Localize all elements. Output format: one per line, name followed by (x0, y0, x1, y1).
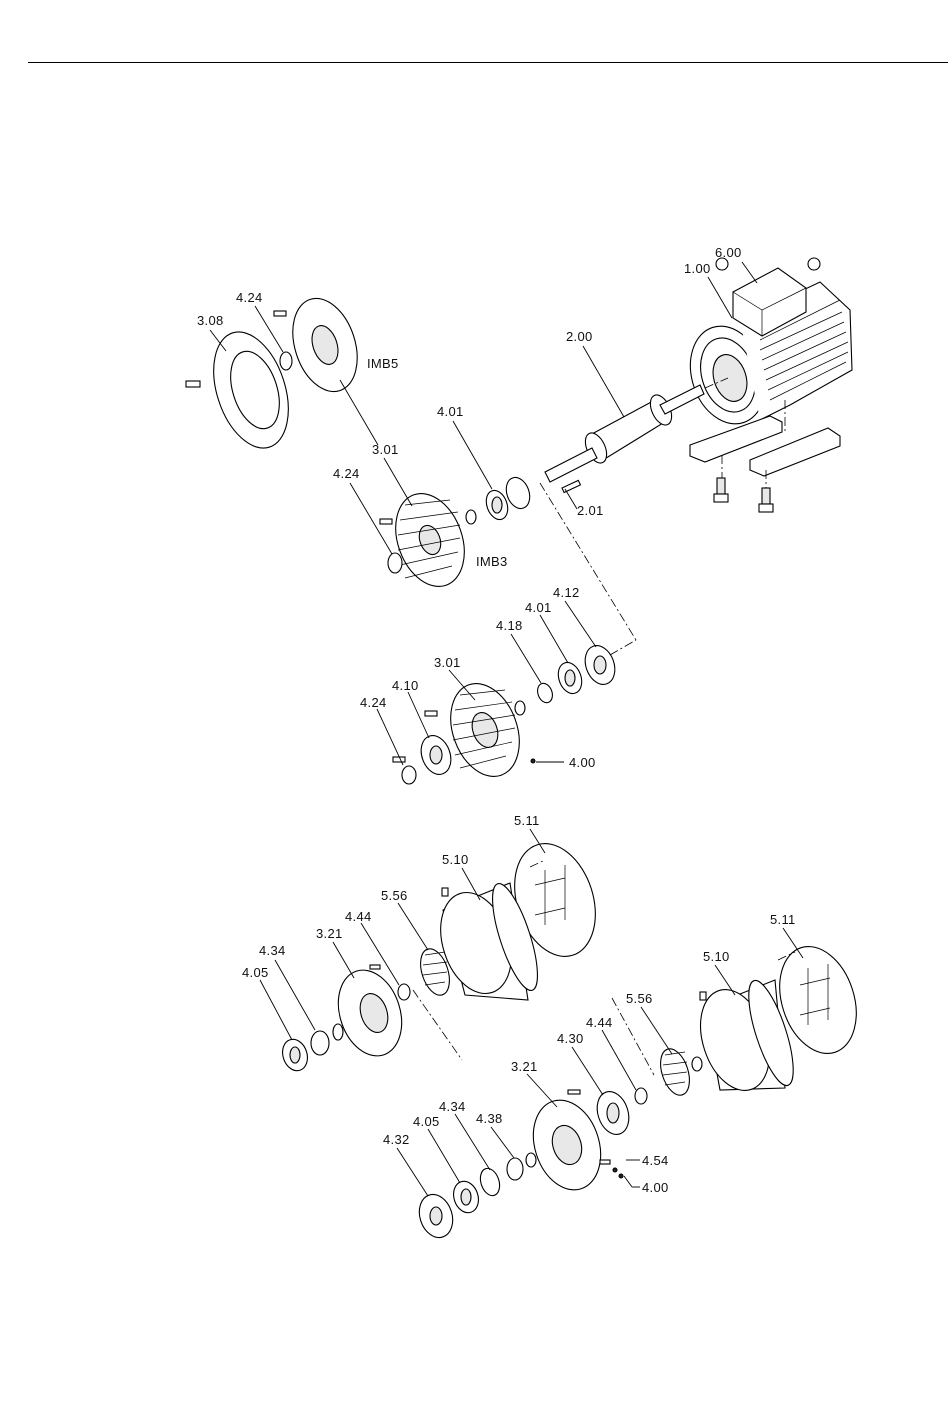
label-4-05-b: 4.05 (413, 1114, 440, 1129)
label-4-34-b: 4.34 (439, 1099, 466, 1114)
endshield-imb3-part (380, 474, 636, 640)
label-imb3: IMB3 (476, 554, 508, 569)
label-5-10-a: 5.10 (442, 852, 469, 867)
label-5-11-a: 5.11 (514, 813, 540, 828)
label-imb5: IMB5 (367, 356, 399, 371)
label-4-24-b: 4.24 (333, 466, 360, 481)
label-4-00-a: 4.00 (569, 755, 596, 770)
label-4-38: 4.38 (476, 1111, 503, 1126)
label-4-54: 4.54 (642, 1153, 669, 1168)
label-4-44-b: 4.44 (586, 1015, 613, 1030)
label-4-05-a: 4.05 (242, 965, 269, 980)
label-5-56-a: 5.56 (381, 888, 408, 903)
label-4-10: 4.10 (392, 678, 419, 693)
label-4-30: 4.30 (557, 1031, 584, 1046)
label-4-00-b: 4.00 (642, 1180, 669, 1195)
label-1-00: 1.00 (684, 261, 711, 276)
label-4-24-c: 4.24 (360, 695, 387, 710)
label-4-44-a: 4.44 (345, 909, 372, 924)
label-3-01-a: 3.01 (372, 442, 399, 457)
endshield-bearing-assembly (393, 640, 636, 786)
label-3-01-b: 3.01 (434, 655, 461, 670)
label-5-11-b: 5.11 (770, 912, 796, 927)
motor-frame-part (678, 258, 852, 512)
label-4-12: 4.12 (553, 585, 580, 600)
label-3-21-a: 3.21 (316, 926, 343, 941)
label-6-00: 6.00 (715, 245, 742, 260)
label-5-10-b: 5.10 (703, 949, 730, 964)
label-4-18: 4.18 (496, 618, 523, 633)
label-3-21-b: 3.21 (511, 1059, 538, 1074)
label-3-08: 3.08 (197, 313, 224, 328)
rotor-shaft-part (545, 378, 728, 493)
label-4-01-a: 4.01 (437, 404, 464, 419)
label-2-01: 2.01 (577, 503, 604, 518)
label-2-00: 2.00 (566, 329, 593, 344)
label-4-32: 4.32 (383, 1132, 410, 1147)
label-4-34-a: 4.34 (259, 943, 286, 958)
label-5-56-b: 5.56 (626, 991, 653, 1006)
label-4-24-a: 4.24 (236, 290, 263, 305)
label-4-01-b: 4.01 (525, 600, 552, 615)
